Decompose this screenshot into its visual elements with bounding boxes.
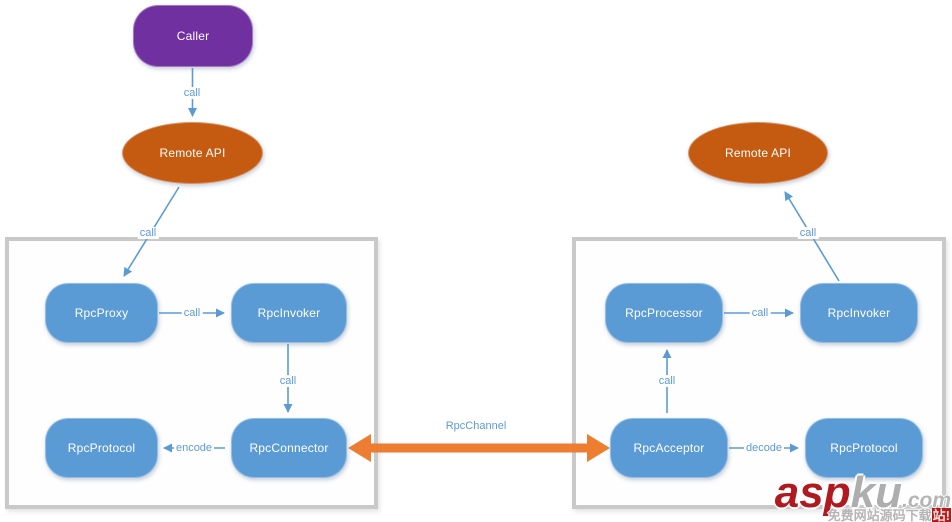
node-remote-api-right: Remote API xyxy=(688,122,828,184)
edge-label-call-invoker-remote: call xyxy=(797,227,819,239)
node-rpc-connector-label: RpcConnector xyxy=(249,441,329,455)
watermark-tagline: 免费网站源码下载站! xyxy=(775,508,951,522)
watermark-brand-tld: .com xyxy=(901,489,951,512)
node-rpc-invoker-left-label: RpcInvoker xyxy=(257,306,321,320)
node-remote-api-left-label: Remote API xyxy=(159,146,226,160)
node-rpc-invoker-right: RpcInvoker xyxy=(800,283,918,343)
node-rpc-protocol-right-label: RpcProtocol xyxy=(830,441,898,455)
node-caller-label: Caller xyxy=(176,29,210,43)
node-rpc-connector: RpcConnector xyxy=(231,418,347,478)
node-rpc-protocol-right: RpcProtocol xyxy=(805,418,923,478)
node-rpc-invoker-left: RpcInvoker xyxy=(231,283,347,343)
edge-label-call-remote-proxy: call xyxy=(137,227,159,239)
node-remote-api-left: Remote API xyxy=(122,122,263,184)
node-rpc-processor: RpcProcessor xyxy=(605,283,723,343)
rpc-channel-arrow xyxy=(348,434,610,462)
node-rpc-processor-label: RpcProcessor xyxy=(625,306,703,320)
edge-label-decode: decode xyxy=(743,442,785,454)
edge-label-encode: encode xyxy=(173,442,215,454)
watermark-tagline-main: 免费网站源码下载 xyxy=(827,508,932,522)
node-rpc-proxy-label: RpcProxy xyxy=(74,306,129,320)
node-rpc-acceptor-label: RpcAcceptor xyxy=(633,441,705,455)
node-remote-api-right-label: Remote API xyxy=(724,146,792,160)
watermark-brand-asp: asp xyxy=(774,468,851,517)
watermark-brand-ku: ku xyxy=(850,468,902,517)
watermark-tagline-suffix: 站! xyxy=(931,508,951,522)
edge-label-call-acceptor-processor: call xyxy=(656,375,678,387)
node-rpc-protocol-left-label: RpcProtocol xyxy=(67,441,136,455)
node-caller: Caller xyxy=(133,5,253,67)
edge-label-call-proxy-invoker: call xyxy=(181,307,203,319)
watermark-brand: aspku.com xyxy=(775,471,951,515)
node-rpc-acceptor: RpcAcceptor xyxy=(610,418,728,478)
node-rpc-proxy: RpcProxy xyxy=(45,283,158,343)
node-rpc-protocol-left: RpcProtocol xyxy=(45,418,158,478)
edge-label-call-invoker-connector: call xyxy=(277,375,299,387)
edge-label-rpc-channel: RpcChannel xyxy=(443,420,509,432)
edge-label-call-processor-invoker: call xyxy=(749,307,771,319)
node-rpc-invoker-right-label: RpcInvoker xyxy=(827,306,891,320)
edge-label-call-caller-remote: call xyxy=(181,87,203,99)
watermark-logo: aspku.com 免费网站源码下载站! xyxy=(775,471,951,522)
